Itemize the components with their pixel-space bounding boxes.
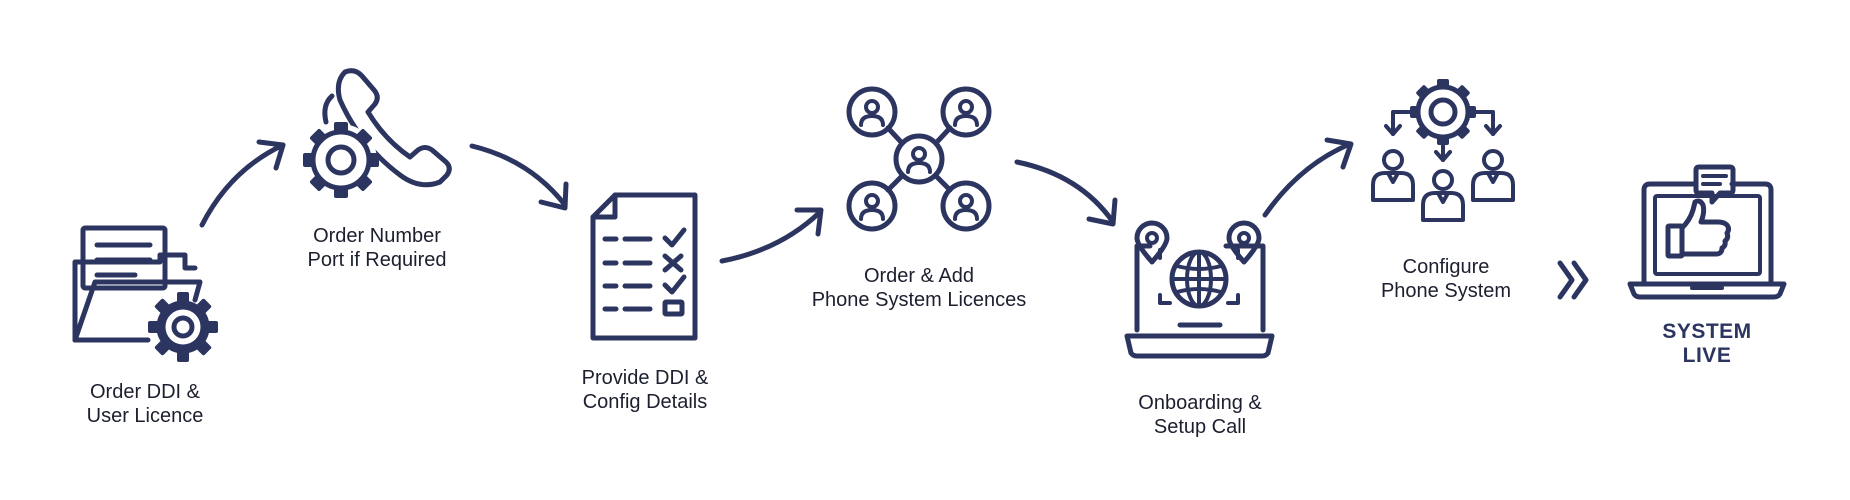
step-label-provide-ddi: Provide DDI & Config Details <box>581 367 709 413</box>
step-label-configure: Configure Phone System <box>1380 256 1512 302</box>
double-chevron-right-icon <box>1557 260 1589 300</box>
step-label-order-licences: Order & Add Phone System Licences <box>811 265 1027 311</box>
flow-arrow-3 <box>719 207 824 264</box>
flow-arrow-4 <box>1014 159 1118 227</box>
flow-arrow-2 <box>469 143 569 211</box>
flow-arrow-1 <box>199 139 286 228</box>
step-label-order-number-port: Order Number Port if Required <box>307 225 447 271</box>
phone-gear-icon <box>303 68 452 198</box>
step-label-order-ddi: Order DDI & User Licence <box>86 381 204 427</box>
step-label-system-live: SYSTEM LIVE <box>1662 320 1752 367</box>
gear-hierarchy-icon <box>1371 79 1515 222</box>
laptop-thumbs-up-icon <box>1627 164 1787 300</box>
laptop-globe-icon <box>1124 220 1275 359</box>
step-label-onboarding: Onboarding & Setup Call <box>1138 392 1262 438</box>
folder-gear-icon <box>72 225 218 362</box>
checklist-document-icon <box>590 192 698 341</box>
user-network-icon <box>846 86 992 232</box>
flow-arrow-5 <box>1262 137 1354 218</box>
